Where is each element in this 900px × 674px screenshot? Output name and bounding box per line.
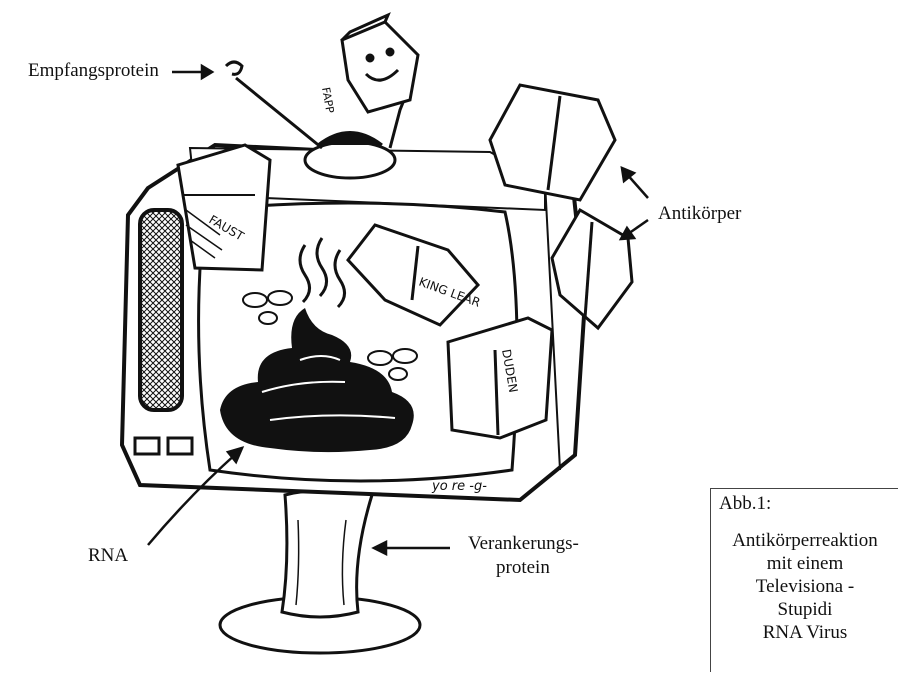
anchor-protein-label-line2: protein bbox=[496, 557, 550, 578]
cube-character bbox=[340, 12, 420, 114]
figure-caption-box: Abb.1: Antikörperreaktion mit einem Tele… bbox=[710, 488, 898, 672]
fapp-text: FAPP bbox=[319, 86, 336, 114]
tv-buttons bbox=[133, 436, 194, 456]
pedestal-stand bbox=[218, 488, 422, 655]
caption-line: Antikörperreaktion bbox=[732, 530, 878, 551]
speaker-grille bbox=[138, 208, 184, 412]
book-faust bbox=[176, 143, 272, 272]
rna-strand bbox=[220, 308, 414, 453]
book-king-lear bbox=[346, 223, 481, 327]
rna-label: RNA bbox=[88, 545, 129, 566]
caption-line: RNA Virus bbox=[762, 622, 848, 643]
fly-right bbox=[367, 348, 418, 381]
caption-line: Televisiona - bbox=[755, 576, 855, 597]
receptor-protein-label: Empfangsprotein bbox=[28, 60, 159, 81]
steam-lines bbox=[298, 237, 346, 309]
figure-caption-body: Antikörperreaktion mit einem Televisiona… bbox=[711, 529, 899, 644]
caption-line: mit einem bbox=[766, 553, 844, 574]
anchor-protein-label-line1: Verankerungs- bbox=[468, 533, 579, 554]
caption-line: Stupidi bbox=[777, 599, 833, 620]
antibody-book-top bbox=[488, 83, 617, 202]
antibody-label: Antikörper bbox=[658, 203, 742, 224]
antibody-book-bottom bbox=[550, 207, 634, 331]
artist-signature: yo re -g- bbox=[431, 479, 487, 494]
annotation-arrows bbox=[147, 63, 649, 557]
book-duden bbox=[446, 316, 554, 440]
receptor-dish bbox=[303, 131, 397, 180]
fly-left bbox=[242, 290, 293, 325]
figure-caption-title: Abb.1: bbox=[719, 493, 772, 514]
